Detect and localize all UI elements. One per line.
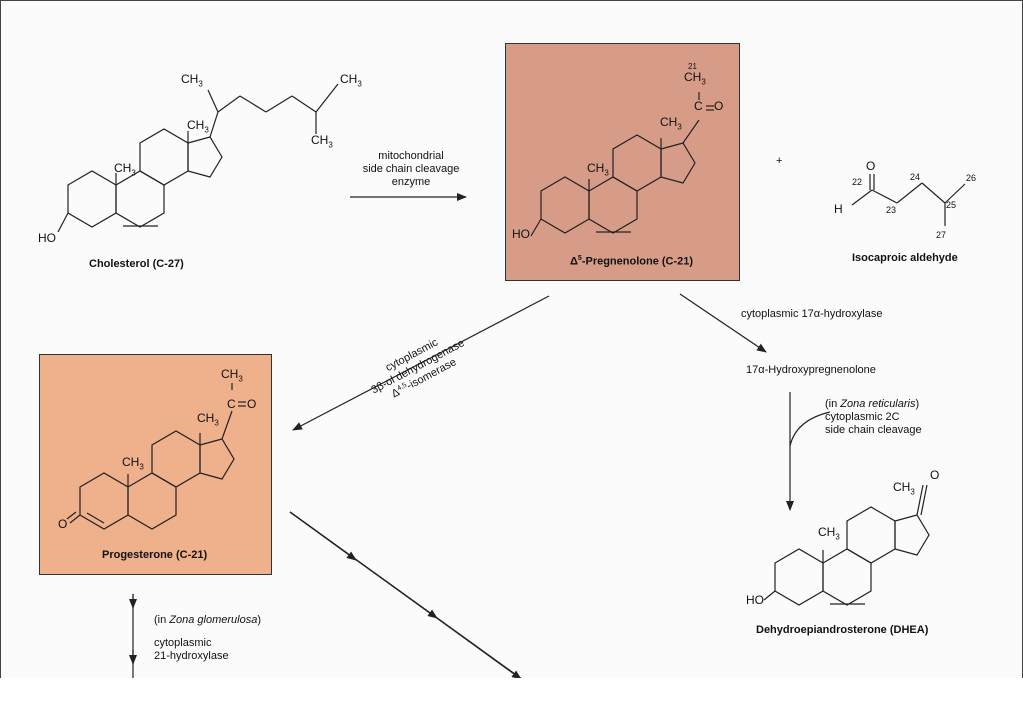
arrow-hsd [292,295,550,431]
iso-o: O [866,159,876,173]
preg-ch3-c18: CH3 [660,115,682,132]
cholesterol-structure [57,83,339,233]
iso-num-26: 26 [966,173,977,183]
dhea-ch3-c18: CH3 [893,480,915,497]
chol-ch3-top: CH3 [181,72,203,89]
pregnenolone-name: Δ5-Pregnenolone (C-21) [570,255,694,268]
pregnenolone-box [505,43,740,281]
plus-sign: + [776,155,783,167]
lyase-curve [789,411,831,447]
iso-num-24: 24 [910,172,921,182]
chol-ho: HO [38,231,56,245]
isocaproic-structure [851,174,966,226]
iso-num-23: 23 [886,205,897,215]
preg-ch3-21: CH3 [684,70,706,87]
preg-c20: C [694,99,703,113]
preg-ho: HO [512,227,530,241]
hydroxypregnenolone-name: 17α-Hydroxypregnenolone [746,364,876,376]
dhea-o17: O [930,468,940,482]
iso-num-25: 25 [946,200,957,210]
prog-ch3-21: CH3 [221,367,243,384]
isocaproic-name: Isocaproic aldehyde [852,252,958,264]
lyase-label: (in Zona reticularis) cytoplasmic 2C sid… [825,398,922,436]
iso-num-22: 22 [852,177,863,187]
chol-ch3-c18: CH3 [187,118,209,135]
prog-o3: O [58,517,68,531]
iso-h: H [834,202,843,216]
dhea-structure [763,484,930,606]
hydroxylase21-label: (in Zona glomerulosa) cytoplasmic 21-hyd… [154,614,262,662]
scc-label: mitochondrial side chain cleavage enzyme [362,150,460,188]
iso-num-27: 27 [936,230,947,240]
chol-ch3-right: CH3 [340,72,362,89]
prog-ch3-c19: CH3 [122,455,144,472]
reaction-arrows [129,193,831,693]
dhea-ch3-c19: CH3 [818,525,840,542]
bottom-strip [0,678,1023,701]
preg-ch3-c19: CH3 [587,161,609,178]
chol-ch3-c19: CH3 [114,161,136,178]
prog-c20: C [227,397,236,411]
hydroxylase17-label: cytoplasmic 17α-hydroxylase [741,308,883,320]
preg-c21-number: 21 [688,62,697,71]
prog-ch3-c18: CH3 [197,411,219,428]
dhea-name: Dehydroepiandrosterone (DHEA) [756,624,929,636]
arrow-17oh [679,293,767,353]
preg-o: O [714,99,724,113]
progesterone-name: Progesterone (C-21) [102,549,208,561]
hsd-label: cytoplasmic 3β-ol dehydrogenase Δ4,5-iso… [369,336,466,400]
progesterone-structure [66,383,246,530]
cholesterol-name: Cholesterol (C-27) [89,258,184,270]
chol-ch3-bottom: CH3 [311,133,333,150]
pregnenolone-structure [530,92,714,237]
progesterone-box [39,354,272,575]
prog-o20: O [247,397,257,411]
dhea-ho: HO [746,593,764,607]
